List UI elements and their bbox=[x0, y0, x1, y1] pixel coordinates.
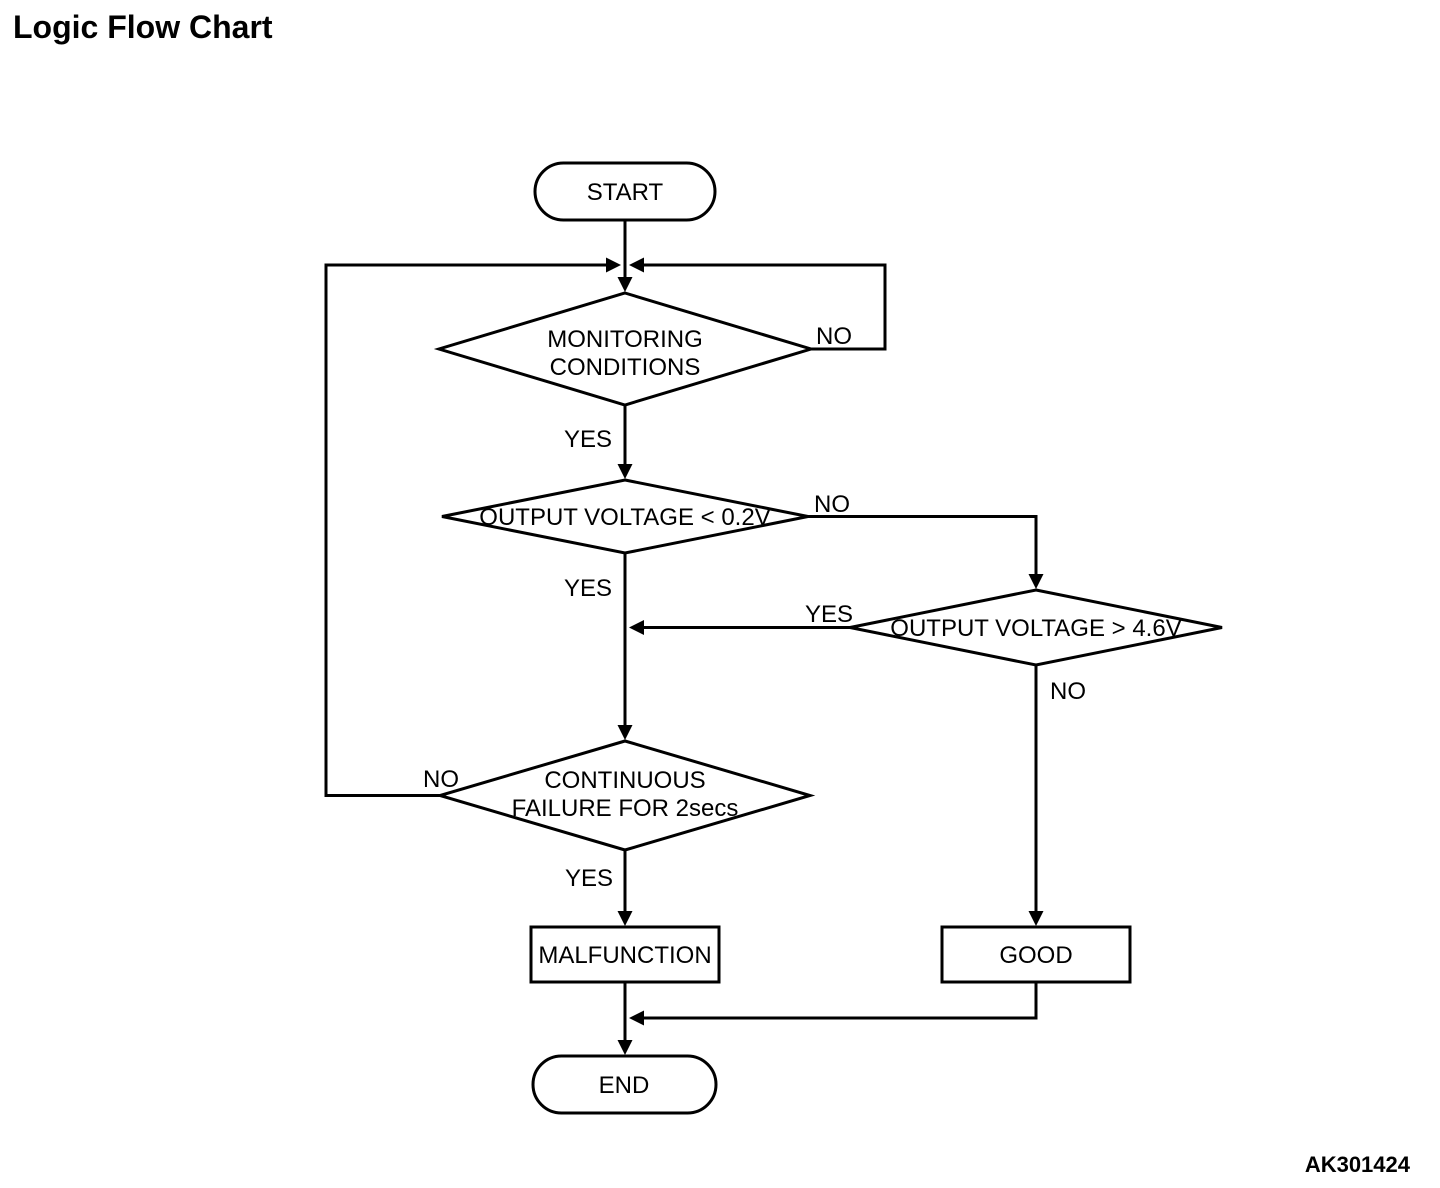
node-good: GOOD bbox=[940, 925, 1132, 984]
edge-line bbox=[643, 982, 1038, 1020]
edge-label-no: NO bbox=[814, 491, 850, 518]
node-end: END bbox=[531, 1054, 718, 1115]
edge-good-to-end bbox=[629, 982, 1038, 1026]
edge-label-yes: YES bbox=[565, 865, 613, 892]
edge-line bbox=[808, 515, 1038, 576]
decision-shape bbox=[433, 291, 817, 407]
edge-output-high-no: NO bbox=[1028, 665, 1086, 926]
arrowhead-down-icon bbox=[1028, 574, 1044, 589]
node-label-line2: FAILURE FOR 2secs bbox=[512, 795, 739, 822]
arrowhead-left-icon bbox=[629, 257, 644, 273]
arrowhead-down-icon bbox=[617, 464, 633, 479]
edge-start-to-monitoring bbox=[617, 220, 633, 292]
arrowhead-down-icon bbox=[1028, 911, 1044, 926]
arrowhead-right-icon bbox=[606, 257, 621, 273]
edge-monitoring-yes: YES bbox=[564, 405, 633, 479]
edge-monitoring-no-loop: NO bbox=[629, 257, 887, 351]
terminator-shape bbox=[531, 1054, 718, 1115]
edge-label-no: NO bbox=[1050, 678, 1086, 705]
node-label: OUTPUT VOLTAGE > 4.6V bbox=[890, 615, 1181, 642]
edge-label-no: NO bbox=[423, 766, 459, 793]
arrowhead-down-icon bbox=[617, 911, 633, 926]
node-label-line2: CONDITIONS bbox=[550, 354, 701, 381]
edge-output-high-yes: YES bbox=[629, 601, 853, 635]
node-label-line1: CONTINUOUS bbox=[544, 767, 705, 794]
edge-label-yes: YES bbox=[564, 575, 612, 602]
process-shape bbox=[940, 925, 1132, 984]
edge-line bbox=[643, 263, 887, 351]
page-title: Logic Flow Chart bbox=[13, 9, 273, 45]
arrowhead-left-icon bbox=[629, 1010, 644, 1026]
edge-output-low-yes: YES bbox=[564, 553, 633, 740]
node-output-voltage-high: OUTPUT VOLTAGE > 4.6V bbox=[849, 588, 1223, 667]
node-label: GOOD bbox=[999, 942, 1072, 969]
node-monitoring-conditions: MONITORING CONDITIONS bbox=[433, 291, 817, 407]
edge-label-yes: YES bbox=[564, 426, 612, 453]
edge-malfunction-to-end bbox=[617, 982, 633, 1055]
node-start: START bbox=[533, 161, 717, 222]
edge-label-yes: YES bbox=[805, 601, 853, 628]
edge-continuous-no-loop: NO bbox=[324, 257, 621, 797]
node-label-line1: MONITORING bbox=[547, 326, 703, 353]
arrowhead-down-icon bbox=[617, 277, 633, 292]
arrowhead-left-icon bbox=[629, 620, 644, 635]
decision-shape bbox=[441, 478, 809, 555]
decision-shape bbox=[434, 739, 816, 852]
node-label: OUTPUT VOLTAGE < 0.2V bbox=[479, 504, 770, 531]
edge-line bbox=[324, 263, 607, 797]
arrowhead-down-icon bbox=[617, 1040, 633, 1055]
node-output-voltage-low: OUTPUT VOLTAGE < 0.2V bbox=[441, 478, 809, 555]
edge-label-no: NO bbox=[816, 323, 852, 350]
edge-continuous-yes: YES bbox=[565, 850, 633, 926]
figure-code: AK301424 bbox=[1305, 1152, 1411, 1177]
decision-shape bbox=[849, 588, 1223, 667]
edge-output-low-no: NO bbox=[808, 491, 1044, 589]
node-label: MALFUNCTION bbox=[538, 942, 711, 969]
node-malfunction: MALFUNCTION bbox=[529, 925, 721, 984]
node-label: END bbox=[599, 1072, 650, 1099]
process-shape bbox=[529, 925, 721, 984]
terminator-shape bbox=[533, 161, 717, 222]
node-label: START bbox=[587, 179, 664, 206]
node-continuous-failure: CONTINUOUS FAILURE FOR 2secs bbox=[434, 739, 816, 852]
arrowhead-down-icon bbox=[617, 725, 633, 740]
